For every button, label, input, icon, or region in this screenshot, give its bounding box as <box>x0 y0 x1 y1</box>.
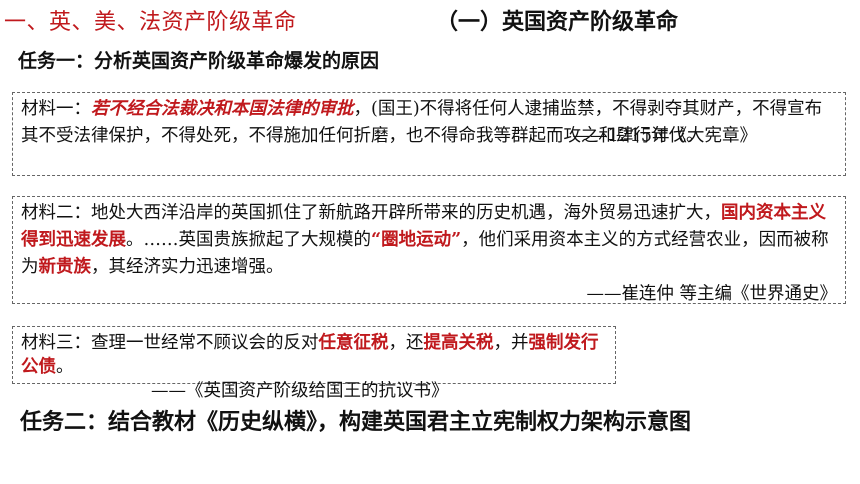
material-two-text-b: 。……英国贵族掀起了大规模的 <box>126 230 371 250</box>
material-one-highlight: 若不经合法裁决和本国法律的审批 <box>91 99 354 119</box>
material-three-prefix: 材料三： <box>21 333 91 353</box>
task-one-heading: 任务一：分析英国资产阶级革命爆发的原因 <box>18 50 380 72</box>
material-three-text-c: ，并 <box>493 333 529 353</box>
material-three-text-b: ，还 <box>388 333 424 353</box>
material-one-source: ——1215年《大宪章》 <box>572 126 757 146</box>
material-three-highlight-a: 任意征税 <box>318 333 389 353</box>
material-one-prefix: 材料一： <box>21 99 91 119</box>
material-three-highlight-c: 强制发行公债 <box>21 333 599 377</box>
material-two-prefix: 材料二： <box>21 203 91 223</box>
material-three-source: ——《英国资产阶级给国王的抗议书》 <box>151 381 449 401</box>
material-two-source: ——崔连仲 等主编《世界通史》 <box>586 284 837 304</box>
material-three-highlight-b: 提高关税 <box>423 333 494 353</box>
material-three-text-a: 查理一世经常不顾议会的反对 <box>91 333 319 353</box>
chapter-title: 一、英、美、法资产阶级革命 <box>4 10 297 35</box>
material-two-highlight-b: “圈地运动” <box>371 230 462 250</box>
material-two-highlight-a: 国内资本主义得到迅速发展 <box>21 203 826 250</box>
material-two-highlight-c: 新贵族 <box>38 257 92 277</box>
material-two-text-c: ，他们采用资本主义的方式经营农业，因而被称为 <box>21 230 829 277</box>
material-two-text-a: 地处大西洋沿岸的英国抓住了新航路开辟所带来的历史机遇，海外贸易迅速扩大， <box>91 203 721 223</box>
section-title: （一）英国资产阶级革命 <box>436 10 679 35</box>
task-two-heading: 任务二：结合教材《历史纵横》，构建英国君主立宪制权力架构示意图 <box>20 410 692 435</box>
material-one-box: 材料一：若不经合法裁决和本国法律的审批，(国王)不得将任何人逮捕监禁，不得剥夺其… <box>12 92 846 176</box>
material-one-text: ，(国王)不得将任何人逮捕监禁，不得剥夺其财产，不得宣布其不受法律保护，不得处死… <box>21 99 823 146</box>
material-two-box: 材料二：地处大西洋沿岸的英国抓住了新航路开辟所带来的历史机遇，海外贸易迅速扩大，… <box>12 196 846 304</box>
material-two-text-d: ，其经济实力迅速增强。 <box>91 257 284 277</box>
material-three-text-d: 。 <box>56 357 74 377</box>
material-three-box: 材料三：查理一世经常不顾议会的反对任意征税，还提高关税，并强制发行公债。 ——《… <box>12 326 616 401</box>
